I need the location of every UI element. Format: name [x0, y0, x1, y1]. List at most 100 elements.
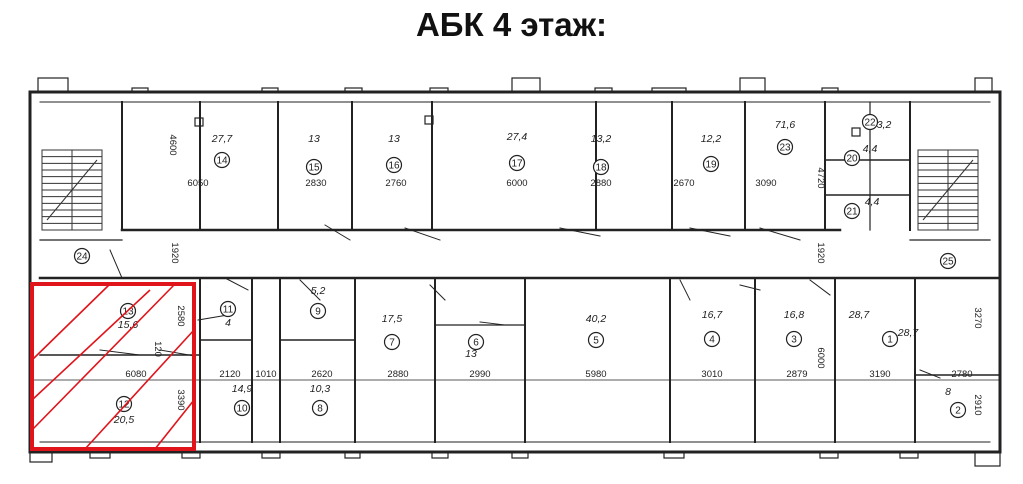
room-number: 1 [887, 335, 893, 346]
highlight-hatch [84, 329, 195, 450]
dimension-label: 2780 [951, 369, 972, 380]
dimension-label: 3090 [755, 178, 776, 189]
room-number-marker [73, 247, 91, 265]
wall [559, 227, 601, 237]
dimension-label: 3190 [869, 369, 890, 380]
wall [109, 249, 123, 279]
dimension-label: 1010 [255, 369, 276, 380]
room-number-marker [776, 138, 794, 156]
dimension-label: 2879 [786, 369, 807, 380]
wall [159, 349, 196, 357]
room-number: 20 [846, 154, 858, 165]
room-number-marker [309, 302, 327, 320]
room-number: 18 [595, 163, 607, 174]
room-number-marker [213, 151, 231, 169]
column [511, 77, 541, 93]
fixture [851, 127, 861, 137]
room-area: 4,4 [865, 196, 880, 208]
room-number-marker [115, 395, 133, 413]
dimension-label: 2580 [175, 305, 186, 326]
room-number-marker [949, 401, 967, 419]
room-number-marker [233, 399, 251, 417]
dimension-label: 2830 [305, 178, 326, 189]
column [974, 451, 1001, 467]
room-number-marker [587, 331, 605, 349]
room-number: 5 [593, 336, 599, 347]
wall [224, 277, 249, 291]
dimension-label: 2760 [385, 178, 406, 189]
dimension-label: 2880 [590, 178, 611, 189]
room-number: 13 [122, 307, 134, 318]
wall [299, 279, 321, 301]
wall [479, 321, 506, 326]
dimension-label: 2990 [469, 369, 490, 380]
wall [197, 314, 229, 321]
dimension-label: 6080 [125, 369, 146, 380]
room-area: 28,7 [848, 309, 871, 321]
room-number: 15 [308, 163, 320, 174]
page-title: АБК 4 этаж: [415, 6, 608, 43]
column [29, 451, 53, 463]
room-number-marker [305, 158, 323, 176]
room-number: 2 [955, 406, 961, 417]
fixture [424, 115, 434, 125]
room-number: 3 [791, 335, 797, 346]
highlight-hatch [154, 399, 195, 450]
room-area: 14,9 [232, 383, 253, 395]
wall [679, 279, 691, 301]
column [429, 87, 449, 93]
room-number: 14 [216, 156, 228, 167]
room-area: 13 [388, 133, 400, 145]
room-area: 28,7 [897, 327, 920, 339]
room-number-marker [383, 333, 401, 351]
room-area: 27,7 [211, 133, 234, 145]
room-area: 4,4 [863, 143, 878, 155]
dimension-label: 2620 [311, 369, 332, 380]
room-number-marker [843, 149, 861, 167]
room-number-marker [702, 155, 720, 173]
column [344, 87, 363, 93]
wall [739, 284, 761, 291]
room-number: 9 [315, 307, 321, 318]
room-number: 8 [317, 404, 323, 415]
wall [99, 349, 141, 356]
column [261, 451, 281, 459]
wall [759, 227, 801, 241]
column [181, 451, 201, 459]
column [821, 87, 839, 93]
room-number-marker [592, 158, 610, 176]
room-number: 19 [705, 160, 717, 171]
column [89, 451, 111, 459]
column [344, 451, 361, 459]
dimension-label: 5980 [585, 369, 606, 380]
dimension-label: 1920 [815, 242, 826, 263]
dimension-label: 6000 [506, 178, 527, 189]
highlight-hatch [31, 283, 111, 361]
room-number: 24 [76, 252, 88, 263]
wall [919, 369, 941, 379]
column [131, 87, 149, 93]
dimension-label: 2880 [387, 369, 408, 380]
room-number: 25 [942, 257, 954, 268]
room-area: 13 [465, 348, 477, 360]
column [739, 77, 766, 93]
wall [429, 284, 446, 301]
room-area: 27,4 [506, 131, 528, 143]
room-area: 13 [308, 133, 320, 145]
highlight-hatch [31, 283, 176, 431]
highlight-hatch [31, 289, 151, 401]
column [431, 451, 449, 459]
room-number-marker [843, 202, 861, 220]
column [899, 451, 919, 459]
dimension-label: 120 [152, 341, 163, 357]
wall [324, 224, 351, 241]
room-number: 22 [864, 118, 876, 129]
room-area: 16,8 [784, 309, 805, 321]
dimension-label: 3270 [972, 307, 983, 328]
room-number-marker [939, 252, 957, 270]
room-number: 6 [473, 338, 479, 349]
dimension-label: 3010 [701, 369, 722, 380]
stair-arrow [46, 159, 98, 221]
room-number: 7 [389, 338, 395, 349]
